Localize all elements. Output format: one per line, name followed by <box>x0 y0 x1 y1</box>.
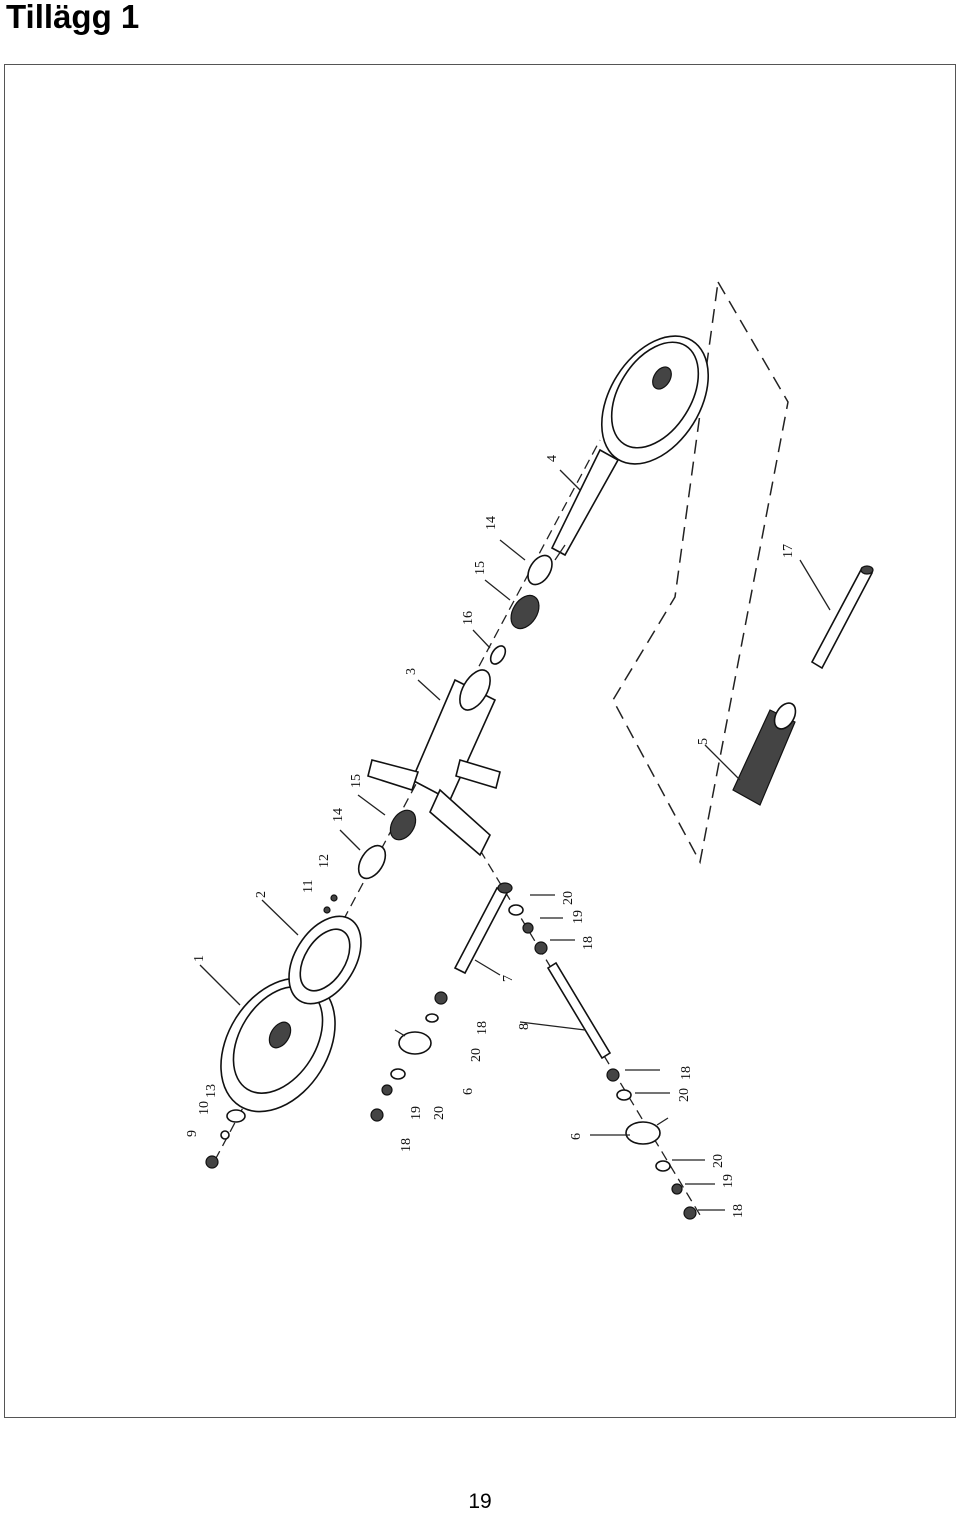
callout-18-d: 18 <box>679 1066 694 1080</box>
part-17-pin <box>810 565 874 670</box>
callout-20-e: 20 <box>711 1154 726 1168</box>
diagram-frame <box>4 64 956 1418</box>
part-7-axle <box>453 882 513 975</box>
callout-1: 1 <box>192 955 207 962</box>
part-15-bearing-left <box>389 809 417 841</box>
callout-labels: 4 14 15 16 3 15 14 12 11 2 1 17 5 7 8 20… <box>185 455 796 1218</box>
callout-7: 7 <box>501 975 516 982</box>
part-3-housing <box>367 669 501 857</box>
callout-4: 4 <box>545 455 560 462</box>
part-5-roller <box>732 702 797 806</box>
callout-8: 8 <box>517 1023 532 1030</box>
callout-10: 10 <box>197 1101 212 1115</box>
callout-5: 5 <box>696 738 711 745</box>
part-4-wheel-shaft <box>550 335 710 561</box>
leader-lines <box>199 469 831 1211</box>
part-14-ring-right <box>527 554 553 586</box>
callout-18-b: 18 <box>475 1021 490 1035</box>
callout-18-a: 18 <box>581 936 596 950</box>
callout-11: 13 <box>204 1084 219 1098</box>
callout-19-a: 19 <box>571 910 586 924</box>
part-6-wheel-right <box>625 1117 669 1145</box>
callout-18-c: 18 <box>399 1138 414 1152</box>
part-16-ring <box>489 645 507 665</box>
callout-15-top: 15 <box>473 561 488 575</box>
part-15-bearing-right <box>510 594 540 630</box>
callout-19-b: 19 <box>409 1106 424 1120</box>
callout-3: 3 <box>404 668 419 675</box>
callout-9: 9 <box>185 1130 200 1137</box>
part-14-ring-left <box>357 844 387 880</box>
page-number: 19 <box>468 1490 492 1513</box>
small-hardware <box>205 894 697 1220</box>
callout-2: 2 <box>254 891 269 898</box>
callout-20-b: 20 <box>469 1048 484 1062</box>
part-8-axle <box>546 961 612 1060</box>
callout-20-c: 20 <box>432 1106 447 1120</box>
callout-17: 17 <box>781 544 796 558</box>
callout-14-top: 14 <box>484 516 499 530</box>
callout-20-d: 20 <box>677 1088 692 1102</box>
dashed-enclosure <box>612 279 789 865</box>
callout-19-c: 19 <box>721 1174 736 1188</box>
callout-12: 11 <box>301 880 316 893</box>
callout-18-e: 18 <box>731 1204 746 1218</box>
callout-14-left: 14 <box>331 808 346 822</box>
callout-16: 16 <box>461 611 476 625</box>
callout-6-left: 6 <box>461 1088 476 1095</box>
part-6-wheel-left <box>394 1029 432 1055</box>
callout-13: 12 <box>317 854 332 868</box>
callout-20-a: 20 <box>561 891 576 905</box>
page-title: Tillägg 1 <box>6 0 140 35</box>
callout-6-right: 6 <box>569 1133 584 1140</box>
callout-15-left: 15 <box>349 774 364 788</box>
part-2-flange <box>288 915 362 1005</box>
